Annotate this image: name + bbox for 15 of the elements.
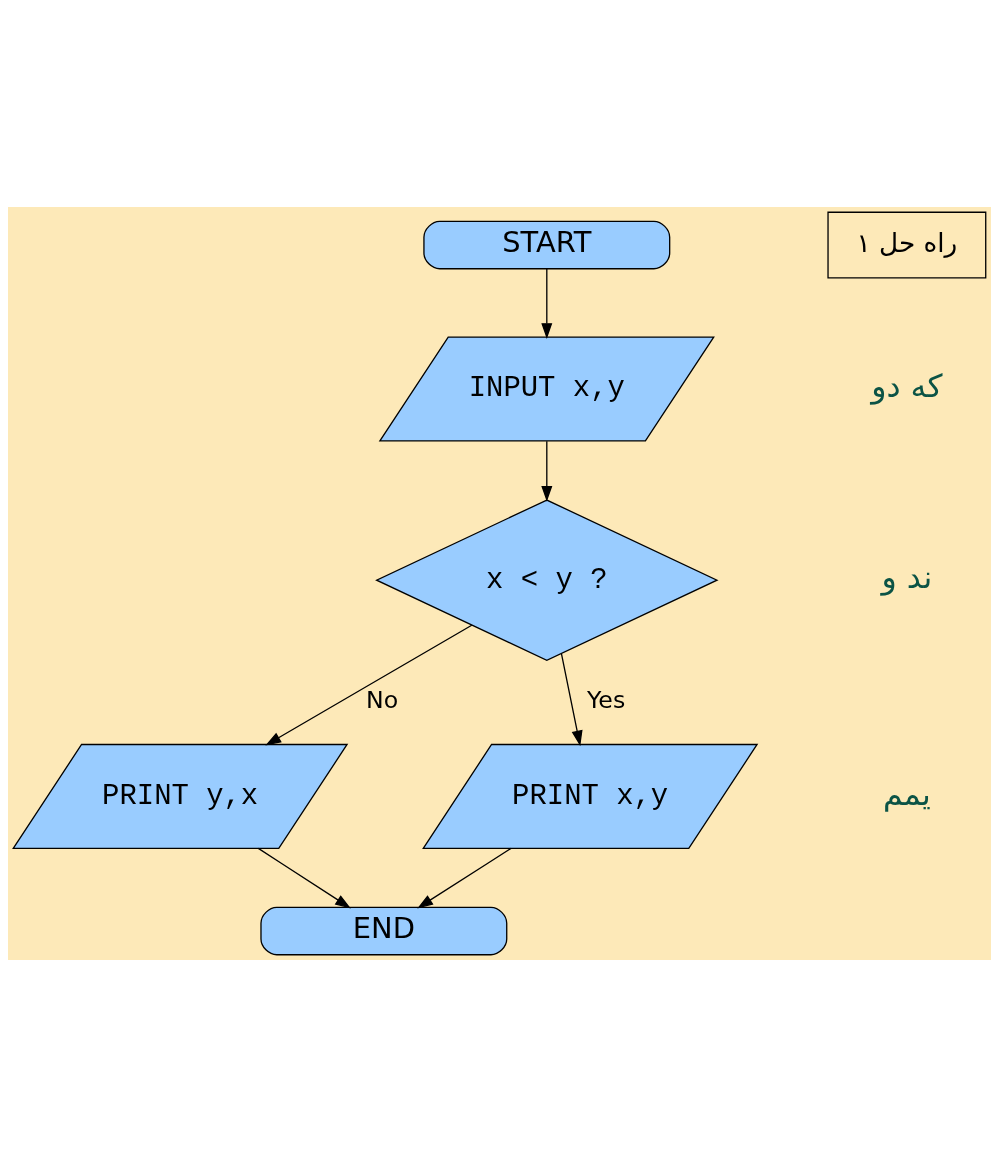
label: که دو (871, 368, 943, 405)
edge-label: No (365, 686, 399, 715)
node-box: راه حل ۱ (827, 211, 987, 279)
label: یمم (882, 775, 931, 812)
arrow (560, 653, 583, 747)
arrow (265, 624, 473, 746)
edge-label: Yes (587, 686, 626, 715)
arrow (541, 268, 553, 339)
node-box: END (260, 906, 508, 956)
arrow (541, 440, 553, 502)
label: ند و (881, 559, 933, 596)
arrow (257, 847, 351, 909)
node-box: START (423, 220, 671, 270)
node-diamond: x < y ? (375, 499, 719, 662)
arrow (417, 847, 512, 909)
